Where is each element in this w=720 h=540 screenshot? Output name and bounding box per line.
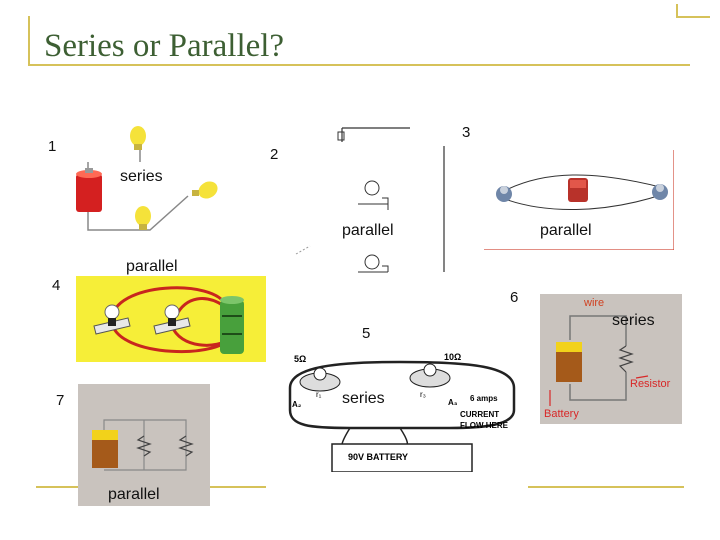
resistor-1-value: 5Ω [294, 354, 307, 364]
bulb-icon [358, 180, 389, 210]
panel-4-label: parallel [126, 258, 178, 275]
bulb-icon [130, 126, 146, 150]
resistor-icon [136, 435, 152, 457]
battery-label: 90V BATTERY [348, 452, 409, 462]
panel-7-number: 7 [56, 392, 65, 409]
panel-3-number: 3 [462, 124, 471, 141]
r3-label: r₃ [420, 390, 426, 399]
bulb-socket-icon [409, 363, 451, 388]
bottom-right-rule [528, 486, 684, 488]
panel-7-circuit [92, 419, 194, 471]
panel-6-label: series [612, 312, 655, 329]
flow-here-label: FLOW HERE [460, 421, 508, 430]
panel-6-number: 6 [510, 289, 519, 306]
panel-4-number: 4 [52, 277, 61, 294]
bulb-socket-icon [652, 184, 668, 200]
panel-6-wire [569, 315, 627, 346]
title-underline [30, 64, 690, 66]
slide-title: Series or Parallel? [44, 28, 285, 64]
panel-7-label: parallel [108, 486, 160, 503]
top-right-corner-line [678, 16, 710, 18]
panel-2-label: parallel [342, 222, 394, 239]
arrow-icon [635, 375, 649, 379]
left-corner-line [28, 16, 30, 66]
bulb-icon [192, 181, 218, 199]
panel-5-wire [288, 360, 516, 430]
bulb-socket-icon [299, 367, 341, 392]
panel-7-wire [103, 419, 187, 471]
resistor-2-value: 10Ω [444, 352, 462, 362]
panel-5-diagram: 5Ω 10Ω A₂ r₁ r₃ A₃ 6 amps CURRENT FLOW H… [280, 348, 524, 472]
panel-3-label: parallel [540, 222, 592, 239]
battery-text: Battery [544, 408, 579, 420]
panel-1-number: 1 [48, 138, 57, 155]
panel-6-diagram: wire series Resistor Battery [540, 294, 682, 424]
amps-label: 6 amps [470, 394, 498, 403]
panel-5-circuit [288, 360, 516, 472]
battery-pack-icon [568, 178, 588, 202]
r1-label: r₁ [316, 390, 322, 399]
top-right-corner-tick [676, 4, 678, 18]
green-battery-icon [220, 296, 244, 354]
panel-3-wire [501, 174, 665, 193]
current-label: CURRENT [460, 410, 500, 419]
panel-3-wire [501, 193, 665, 211]
resistor-icon [618, 345, 634, 373]
bulb-socket-icon [153, 304, 191, 335]
battery-icon [92, 430, 118, 468]
panel-2-diagram [295, 127, 445, 273]
switch-icon [337, 131, 345, 141]
resistor-icon [178, 435, 194, 457]
panel-4-diagram [76, 276, 266, 362]
resistor-label: Resistor [630, 378, 671, 390]
bulb-socket-icon [93, 304, 131, 335]
battery-icon [556, 342, 582, 382]
wire-label: wire [584, 297, 605, 309]
battery-box [331, 443, 473, 472]
panel-3-diagram [484, 150, 674, 250]
panel-2-number: 2 [270, 146, 279, 163]
panel-2-wire [295, 245, 311, 255]
panel-7-diagram: parallel [78, 384, 210, 506]
red-battery-icon [76, 168, 102, 212]
panel-1-diagram [76, 126, 218, 231]
panel-1-label: series [120, 168, 163, 185]
ammeter-3-label: A₃ [448, 398, 458, 407]
panel-5-number: 5 [362, 325, 371, 342]
bulb-icon [135, 206, 151, 230]
panel-6-wire [569, 372, 627, 401]
panel-6-circuit [549, 315, 649, 406]
ammeter-2-label: A₂ [292, 400, 302, 409]
panel-5-label: series [342, 390, 385, 407]
bulb-icon [358, 254, 389, 273]
bulb-socket-icon [496, 186, 512, 202]
